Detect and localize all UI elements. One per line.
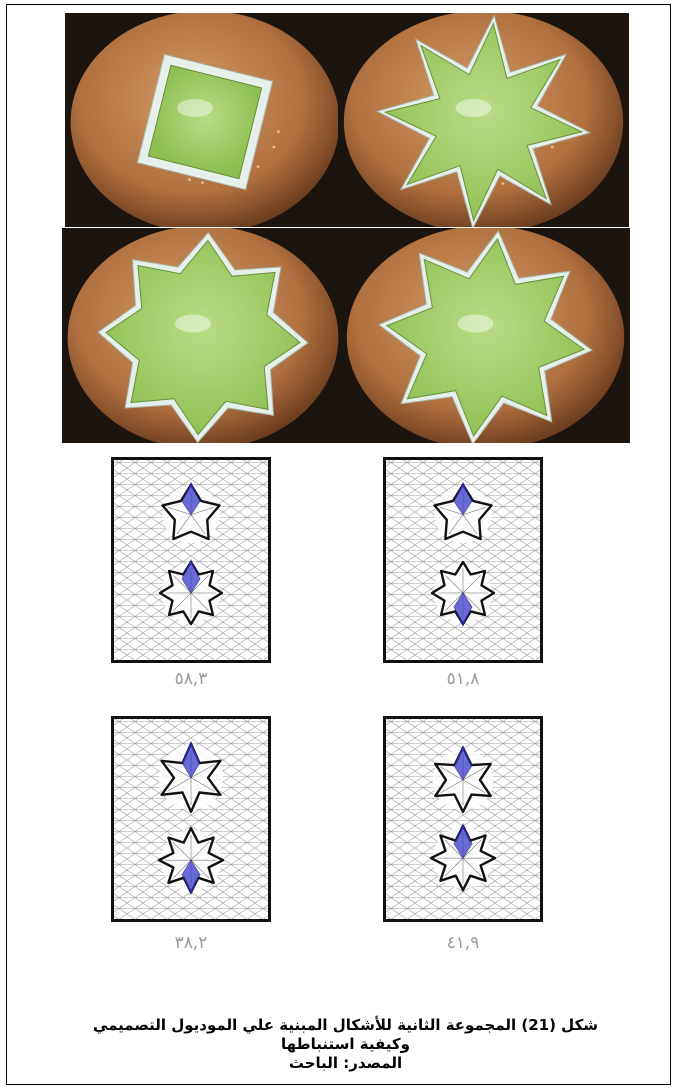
caption-source: المصدر: الباحث xyxy=(27,1054,664,1073)
diagram-top-right xyxy=(383,457,543,663)
diagram-value-top-left: ٥٨,٣ xyxy=(111,669,271,689)
photo-medium-star-mold xyxy=(341,228,630,443)
photo-wide-star-mold xyxy=(62,228,344,443)
photo-square-mold xyxy=(65,13,345,227)
caption-subtitle: وكيفية استنباطها xyxy=(27,1035,664,1054)
diagram-value-bottom-right: ٤١,٩ xyxy=(383,933,543,953)
diagram-value-bottom-left: ٣٨,٢ xyxy=(111,933,271,953)
diagram-bottom-left xyxy=(111,716,271,922)
photo-narrow-star-mold xyxy=(338,13,629,227)
figure-frame: ٥٨,٣ ٥١,٨ ٣٨,٢ ٤١,٩ شكل (21) المجموعة ال… xyxy=(6,4,671,1085)
caption-title: شكل (21) المجموعة الثانية للأشكال المبني… xyxy=(27,1016,664,1035)
diagram-bottom-right xyxy=(383,716,543,922)
diagram-top-left xyxy=(111,457,271,663)
diagram-value-top-right: ٥١,٨ xyxy=(383,669,543,689)
figure-caption: شكل (21) المجموعة الثانية للأشكال المبني… xyxy=(27,1016,664,1073)
